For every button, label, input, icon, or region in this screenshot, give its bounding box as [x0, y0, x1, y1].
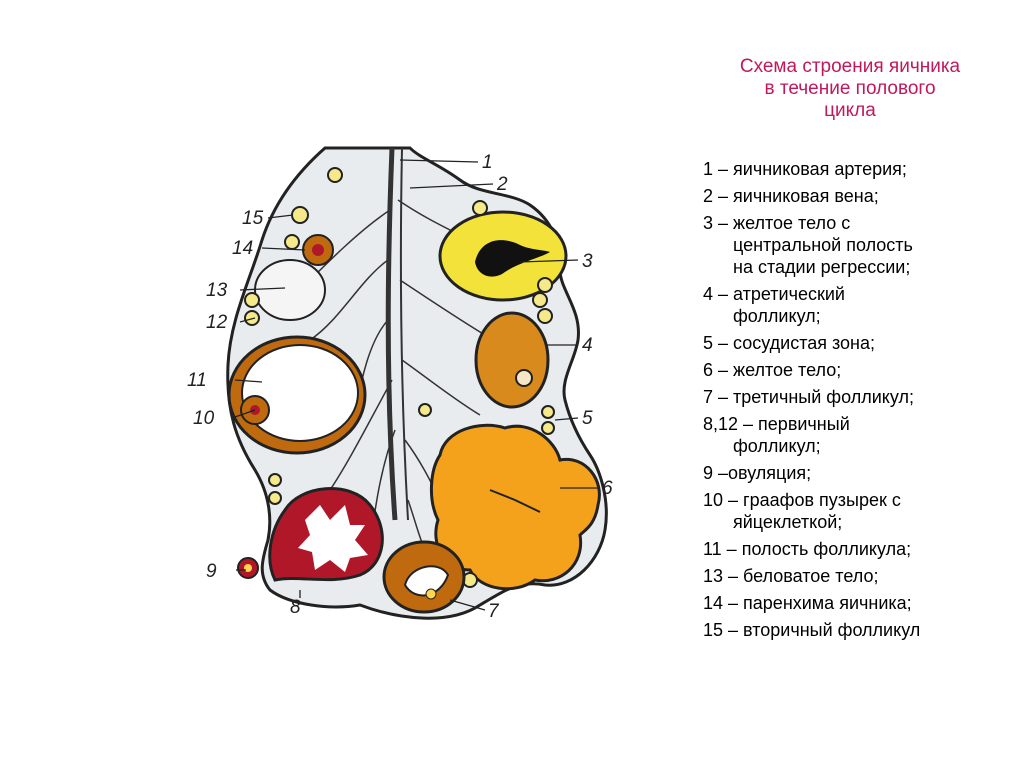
central-cavity	[475, 240, 550, 277]
legend-item: 9 –овуляция;	[703, 462, 1013, 484]
title-line: в течение полового	[764, 78, 936, 99]
legend-item: 1 – яичниковая артерия;	[703, 158, 1013, 180]
atretic-follicle	[474, 311, 550, 409]
label-8: 8	[290, 597, 301, 618]
legend-line: 7 – третичный фолликул;	[703, 387, 914, 407]
corpus-albicans	[254, 259, 326, 321]
label-13: 13	[206, 280, 228, 301]
label-7: 7	[488, 601, 500, 622]
legend-line: фолликул;	[733, 306, 821, 326]
legend-line: 3 – желтое тело с	[703, 213, 851, 233]
label-14: 14	[232, 238, 253, 259]
title-line: цикла	[824, 100, 876, 121]
legend-line: 11 – полость фолликула;	[703, 539, 912, 559]
legend-line: 14 – паренхима яичника;	[703, 593, 912, 613]
legend-item: 13 – беловатое тело;	[703, 565, 1013, 587]
legend-item: 7 – третичный фолликул;	[703, 386, 1013, 408]
label-1: 1	[482, 152, 493, 173]
label-15: 15	[242, 208, 264, 229]
legend-line: 13 – беловатое тело;	[703, 566, 879, 586]
atretic-oocyte	[515, 369, 533, 387]
legend-line: яйцеклеткой;	[733, 512, 843, 532]
title-line: Схема строения яичника	[739, 56, 961, 77]
label-2: 2	[496, 174, 508, 195]
diagram-title: Схема строения яичника в течение половог…	[690, 56, 1010, 122]
legend-line: центральной полость	[733, 235, 913, 255]
legend-line: 2 – яичниковая вена;	[703, 186, 879, 206]
legend-item: 2 – яичниковая вена;	[703, 185, 1013, 207]
label-10: 10	[193, 408, 215, 429]
legend-item: 14 – паренхима яичника;	[703, 592, 1013, 614]
legend-list: 1 – яичниковая артерия; 2 – яичниковая ве…	[703, 158, 1013, 646]
tertiary-follicle-cavity	[403, 565, 450, 597]
legend-item: 11 – полость фолликула;	[703, 538, 1013, 560]
legend-line: 5 – сосудистая зона;	[703, 333, 876, 353]
label-9: 9	[206, 561, 217, 582]
ovulation-cavity	[298, 505, 368, 572]
expelled-oocyte-nucleus	[244, 564, 252, 572]
label-12: 12	[206, 312, 228, 333]
label-6: 6	[602, 478, 613, 499]
legend-item: 5 – сосудистая зона;	[703, 332, 1013, 354]
legend-item: 6 – желтое тело;	[703, 359, 1013, 381]
label-3: 3	[582, 251, 593, 272]
tertiary-oocyte	[425, 588, 437, 600]
label-5: 5	[582, 408, 593, 429]
secondary-follicle-oocyte	[312, 244, 324, 256]
legend-line: 4 – атретический	[703, 284, 845, 304]
primary-follicles	[244, 167, 555, 588]
legend-line: 15 – вторичный фолликул	[703, 620, 921, 640]
label-11: 11	[187, 370, 207, 391]
label-4: 4	[582, 335, 593, 356]
legend-line: 6 – желтое тело;	[703, 360, 842, 380]
legend-line: 8,12 – первичный	[703, 414, 850, 434]
legend-line: 1 – яичниковая артерия;	[703, 159, 907, 179]
corpus-luteum-scar	[489, 489, 541, 513]
leader-lines	[231, 159, 598, 611]
follicle-cavity	[241, 344, 359, 442]
legend-line: на стадии регрессии;	[733, 257, 911, 277]
legend-line: 10 – граафов пузырек с	[703, 490, 901, 510]
legend-line: 9 –овуляция;	[703, 463, 812, 483]
legend-line: фолликул;	[733, 436, 821, 456]
legend-item: 15 – вторичный фолликул	[703, 619, 1013, 641]
